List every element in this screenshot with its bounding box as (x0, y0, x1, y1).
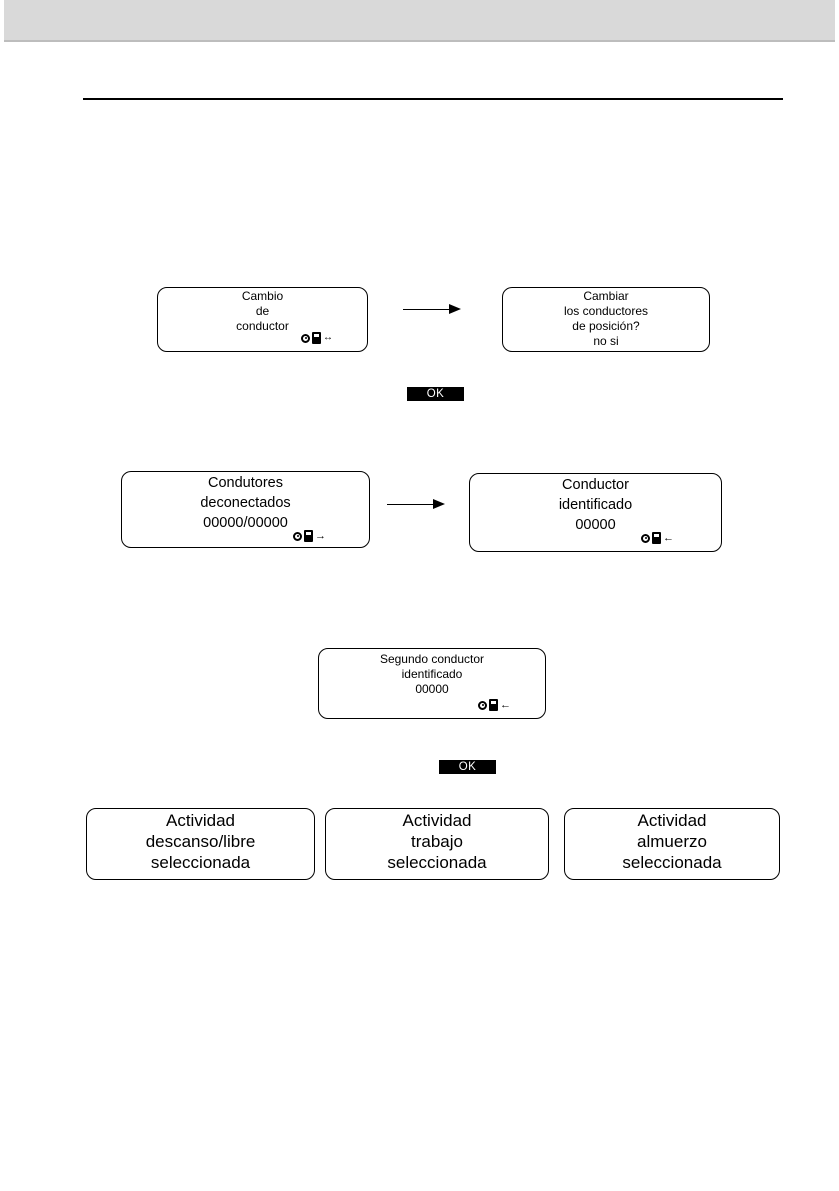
screen-text-line: deconectados (122, 493, 369, 513)
screen-text-line: seleccionada (326, 852, 548, 873)
display-actividad-trabajo: Actividad trabajo seleccionada (325, 808, 549, 880)
driver-card-icon (304, 530, 313, 542)
swap-arrows-icon: ↔ (323, 332, 333, 344)
screen-text-line: 00000/00000 (122, 513, 369, 533)
screen-text-line: Conductor (470, 475, 721, 495)
flow-arrow-icon (387, 504, 442, 505)
ok-key: OK (407, 387, 464, 401)
screen-text-line: Segundo conductor (319, 652, 545, 667)
status-icons: ↔ (301, 332, 333, 344)
arrow-left-icon: ← (500, 699, 511, 711)
gear-icon (293, 532, 302, 541)
screen-text-line: seleccionada (565, 852, 779, 873)
screen-text-line: identificado (319, 667, 545, 682)
screen-text-line: seleccionada (87, 852, 314, 873)
option-si: si (610, 334, 619, 348)
display-actividad-almuerzo: Actividad almuerzo seleccionada (564, 808, 780, 880)
screen-text-line: Actividad (87, 810, 314, 831)
display-cambiar-conductores: Cambiar los conductores de posición? no … (502, 287, 710, 352)
screen-text-line: Cambio (158, 289, 367, 304)
choice-row: no si (551, 334, 661, 349)
display-conductores-desconectados: Condutores deconectados 00000/00000 → (121, 471, 370, 548)
screen-text-line: trabajo (326, 831, 548, 852)
header-divider (83, 98, 783, 100)
screen-text-line: Cambiar (503, 289, 709, 304)
screen-text-line: los conductores (503, 304, 709, 319)
flow-arrow-icon (403, 309, 458, 310)
arrow-left-icon: ← (663, 532, 674, 544)
page-header-band (4, 0, 835, 42)
screen-text-line: Actividad (326, 810, 548, 831)
screen-text-line: almuerzo (565, 831, 779, 852)
status-icons: → (293, 530, 326, 542)
driver-card-icon (489, 699, 498, 711)
status-icons: ← (641, 532, 674, 544)
driver-card-icon (312, 332, 321, 344)
option-no: no (593, 334, 606, 348)
screen-text-line: 00000 (319, 682, 545, 697)
screen-text-line: Condutores (122, 473, 369, 493)
gear-icon (301, 334, 310, 343)
screen-text-line: descanso/libre (87, 831, 314, 852)
arrow-right-icon: → (315, 530, 326, 542)
display-actividad-descanso: Actividad descanso/libre seleccionada (86, 808, 315, 880)
status-icons: ← (478, 699, 511, 711)
display-segundo-conductor: Segundo conductor identificado 00000 ← (318, 648, 546, 719)
screen-text-line: Actividad (565, 810, 779, 831)
ok-key: OK (439, 760, 496, 774)
screen-text-line: de posición? (503, 319, 709, 334)
screen-text-line: conductor (158, 319, 367, 334)
display-cambio-de-conductor: Cambio de conductor ↔ (157, 287, 368, 352)
display-conductor-identificado: Conductor identificado 00000 ← (469, 473, 722, 552)
screen-text-line: identificado (470, 495, 721, 515)
gear-icon (478, 701, 487, 710)
gear-icon (641, 534, 650, 543)
screen-text-line: de (158, 304, 367, 319)
screen-text-line: 00000 (470, 515, 721, 535)
driver-card-icon (652, 532, 661, 544)
